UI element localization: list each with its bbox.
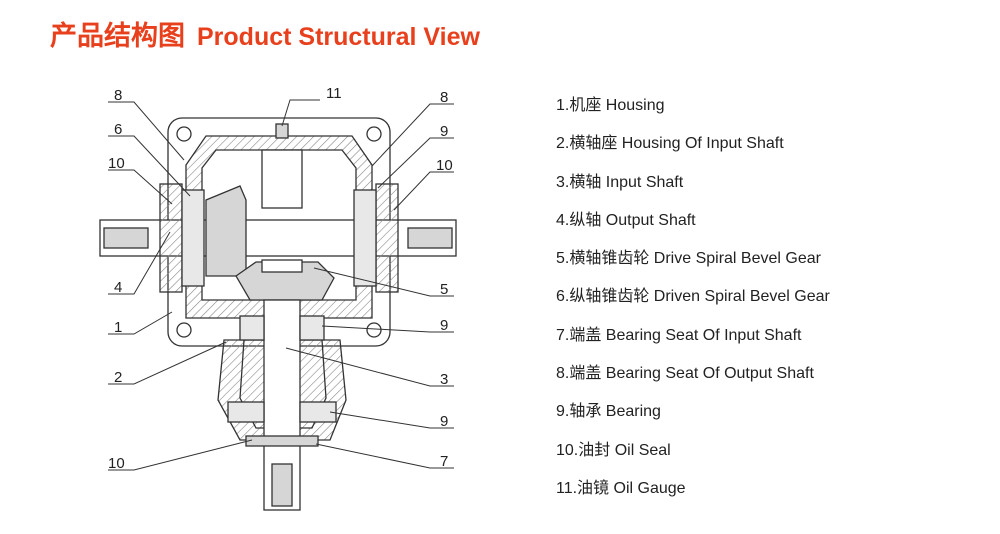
input-shaft-keyway-right [407, 227, 453, 249]
output-bearing-upper [239, 315, 265, 341]
leader-right-8 [371, 103, 454, 167]
bottom-oil-seal [245, 435, 319, 447]
leader-right-9 [377, 137, 454, 189]
leader-right-7 [315, 443, 454, 469]
callout-right-5: 5 [440, 281, 448, 298]
callout-left-10b: 10 [108, 455, 125, 472]
callout-top-11: 11 [326, 85, 342, 102]
leader-left-1 [108, 311, 173, 335]
input-shaft-keyway-left [103, 227, 149, 249]
leader-right-5 [313, 267, 454, 297]
leader-left-10 [108, 169, 173, 205]
leader-left-4 [108, 231, 171, 295]
left-bearing-seat [159, 183, 183, 293]
legend-item: 9.轴承 Bearing [556, 403, 661, 421]
legend-item: 7.端盖 Bearing Seat Of Input Shaft [556, 326, 802, 344]
oil-gauge [275, 123, 289, 139]
legend-item: 8.端盖 Bearing Seat Of Output Shaft [556, 365, 814, 383]
leader-right-9c [329, 411, 454, 429]
leader-right-9b [321, 325, 454, 333]
title-chinese: 产品结构图 [50, 21, 185, 52]
leader-lines [108, 99, 454, 471]
legend-item: 3.横轴 Input Shaft [556, 173, 684, 191]
output-shaft-keyway [271, 463, 293, 507]
mount-hole-bottom-left [176, 322, 192, 338]
callout-right-9b: 9 [440, 317, 448, 334]
input-shaft [99, 219, 457, 257]
callout-left-10: 10 [108, 155, 125, 172]
legend-item: 5.横轴锥齿轮 Drive Spiral Bevel Gear [556, 250, 821, 268]
leader-right-3 [285, 347, 454, 387]
legend-item: 11.油镜 Oil Gauge [556, 479, 686, 497]
callout-right-7: 7 [440, 453, 448, 470]
callout-right-8: 8 [440, 89, 448, 106]
left-bearing [181, 189, 205, 287]
right-bearing-seat [375, 183, 399, 293]
leader-left-2 [108, 341, 227, 385]
callout-left-1: 1 [114, 319, 122, 336]
legend-item: 4.纵轴 Output Shaft [556, 211, 696, 229]
callout-left-2: 2 [114, 369, 122, 386]
page-title: 产品结构图 Product Structural View [50, 14, 480, 53]
callout-left-6: 6 [114, 121, 122, 138]
right-bearing [353, 189, 377, 287]
leader-left-6 [108, 135, 191, 197]
parts-legend: 1.机座 Housing 2.横轴座 Housing Of Input Shaf… [556, 94, 830, 515]
leader-top-11 [281, 99, 320, 127]
leader-left-10b [108, 439, 253, 471]
output-bearing-lower-right [299, 401, 337, 423]
gear-nut [261, 259, 303, 273]
callout-left-8: 8 [114, 87, 122, 104]
callout-right-9c: 9 [440, 413, 448, 430]
oil-gauge-window [261, 149, 303, 209]
mount-hole-top-right [366, 126, 382, 142]
legend-item: 1.机座 Housing [556, 97, 665, 114]
output-bearing-lower [227, 401, 265, 423]
callout-right-3: 3 [440, 371, 448, 388]
legend-item: 10.油封 Oil Seal [556, 441, 671, 459]
callout-right-10: 10 [436, 157, 453, 174]
driven-bevel-gear [235, 261, 335, 301]
callout-right-9: 9 [440, 123, 448, 140]
legend-item: 6.纵轴锥齿轮 Driven Spiral Bevel Gear [556, 288, 830, 306]
callout-left-4: 4 [114, 279, 122, 296]
mount-hole-bottom-right [366, 322, 382, 338]
drive-bevel-gear [205, 185, 247, 277]
legend-item: 2.横轴座 Housing Of Input Shaft [556, 135, 784, 153]
leader-right-10 [393, 171, 454, 211]
mount-hole-top-left [176, 126, 192, 142]
output-bearing-upper-right [299, 315, 325, 341]
housing-wall [185, 135, 373, 319]
leader-left-8 [108, 101, 185, 161]
title-english: Product Structural View [197, 23, 480, 51]
